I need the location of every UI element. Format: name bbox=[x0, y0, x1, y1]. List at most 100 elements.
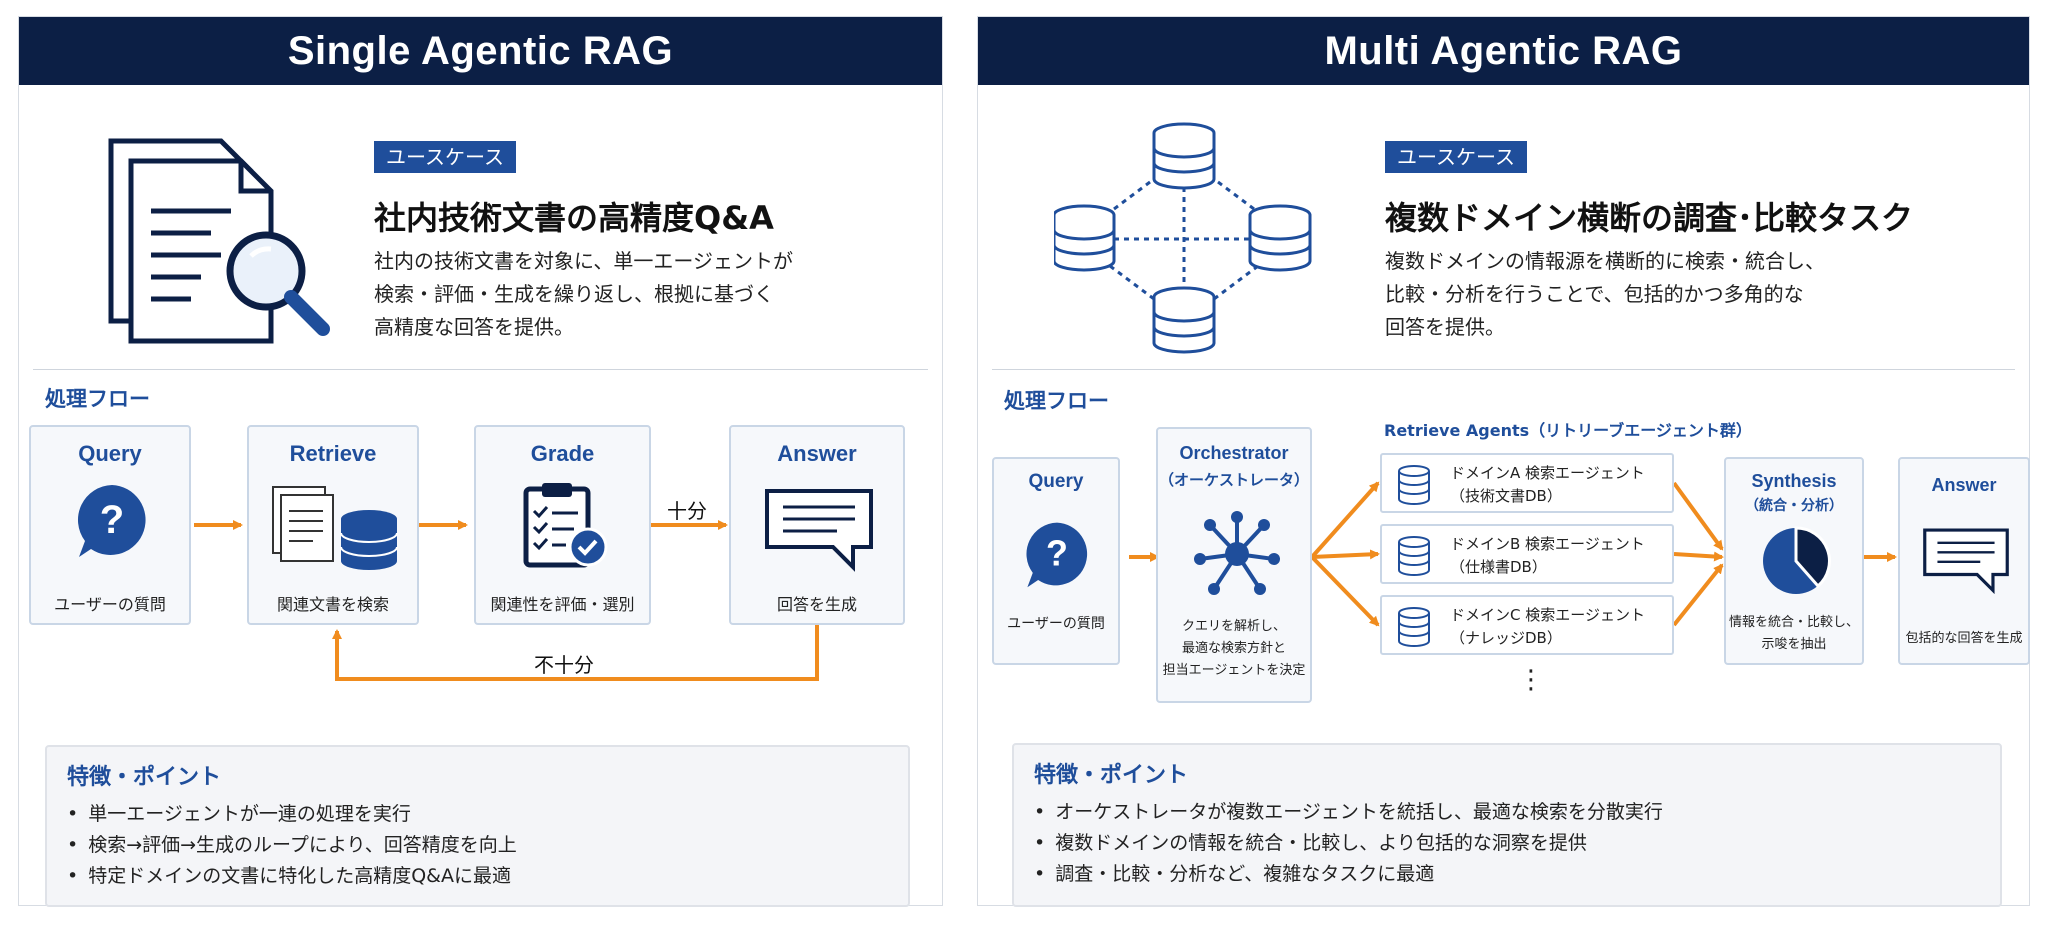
features-box: 特徴・ポイント 単一エージェントが一連の処理を実行 検索→評価→生成のループによ… bbox=[45, 745, 910, 907]
section-divider bbox=[992, 369, 2015, 370]
node-subtitle: クエリを解析し、 bbox=[1181, 619, 1286, 634]
section-divider bbox=[33, 369, 928, 370]
svg-text:?: ? bbox=[1046, 534, 1068, 574]
panel-header: Single Agentic RAG bbox=[19, 17, 942, 85]
agent-name: ドメインA 検索エージェント bbox=[1450, 464, 1645, 482]
flow-label: 処理フロー bbox=[1004, 389, 1109, 413]
node-subtitle: 担当エージェントを決定 bbox=[1162, 663, 1306, 678]
agent-source: （ナレッジDB） bbox=[1450, 629, 1562, 647]
node-title: Orchestrator bbox=[1179, 443, 1289, 463]
usecase-desc-line: 複数ドメインの情報源を横断的に検索・統合し、 bbox=[1385, 249, 1825, 273]
usecase-title: 複数ドメイン横断の調査･比較タスク bbox=[1385, 199, 1914, 237]
usecase-description: 社内の技術文書を対象に、単一エージェントが 検索・評価・生成を繰り返し、根拠に基… bbox=[374, 245, 793, 344]
features-title: 特徴・ポイント bbox=[67, 765, 222, 790]
node-subtitle: 関連文書を検索 bbox=[276, 595, 389, 614]
retrieve-agent-c: ドメインC 検索エージェント （ナレッジDB） bbox=[1380, 595, 1674, 655]
arrow-agent-c-synthesis bbox=[1672, 563, 1724, 627]
flow-connectors bbox=[1129, 481, 1897, 627]
node-title: Query bbox=[1028, 471, 1084, 492]
database-left bbox=[1054, 204, 1116, 272]
query-node: Query ? ユーザーの質問 bbox=[29, 425, 191, 625]
agent-name: ドメインB 検索エージェント bbox=[1450, 535, 1645, 553]
node-subtitle: ユーザーの質問 bbox=[1007, 616, 1105, 632]
node-title: Grade bbox=[530, 441, 595, 466]
orchestrator-network-icon bbox=[1194, 511, 1280, 595]
feature-item: 特定ドメインの文書に特化した高精度Q&Aに最適 bbox=[67, 861, 517, 892]
question-bubble-icon: ? bbox=[77, 485, 146, 557]
retrieve-agent-a: ドメインA 検索エージェント （技術文書DB） bbox=[1380, 453, 1674, 513]
distributed-databases-icon bbox=[1054, 122, 1312, 354]
retrieve-agent-b: ドメインB 検索エージェント （仕様書DB） bbox=[1380, 524, 1674, 584]
node-subtitle: 関連性を評価・選別 bbox=[490, 595, 635, 614]
flow-label: 処理フロー bbox=[45, 387, 150, 411]
feature-item: 単一エージェントが一連の処理を実行 bbox=[67, 799, 517, 830]
edge-label-sufficient: 十分 bbox=[667, 499, 707, 523]
node-title-sub: （オーケストレータ） bbox=[1158, 472, 1309, 489]
clipboard-check-icon bbox=[523, 483, 608, 568]
answer-node: Answer 回答を生成 bbox=[729, 425, 905, 625]
grade-node: Grade 関連性を評価・選別 bbox=[474, 425, 651, 625]
document-search-icon bbox=[108, 138, 330, 344]
usecase-desc-line: 比較・分析を行うことで、包括的かつ多角的な bbox=[1385, 282, 1804, 306]
answer-node: Answer 包括的な回答を生成 bbox=[1898, 457, 2030, 665]
database-bottom bbox=[1152, 286, 1216, 354]
documents-database-icon bbox=[272, 486, 398, 570]
node-subtitle: 示唆を抽出 bbox=[1761, 637, 1827, 652]
usecase-desc-line: 回答を提供。 bbox=[1385, 315, 1505, 339]
agent-source: （技術文書DB） bbox=[1450, 487, 1562, 505]
panel-header: Multi Agentic RAG bbox=[978, 17, 2029, 85]
arrow-orchestrator-agent-a bbox=[1310, 481, 1380, 559]
node-title: Answer bbox=[777, 441, 857, 466]
agent-name: ドメインC 検索エージェント bbox=[1450, 606, 1645, 624]
pie-chart-icon bbox=[1763, 526, 1831, 594]
svg-text:?: ? bbox=[100, 498, 124, 542]
feature-item: 複数ドメインの情報を統合・比較し、より包括的な洞察を提供 bbox=[1034, 828, 1663, 859]
database-top bbox=[1152, 122, 1216, 190]
multi-agentic-rag-panel: Multi Agentic RAG bbox=[977, 16, 2030, 907]
node-title: Answer bbox=[1931, 475, 1997, 495]
node-subtitle: 情報を統合・比較し、 bbox=[1728, 615, 1859, 630]
orchestrator-node: Orchestrator （オーケストレータ） クエリを解析し、 最適な検索方針… bbox=[1156, 427, 1312, 703]
answer-speech-icon bbox=[1923, 528, 2009, 595]
node-subtitle: ユーザーの質問 bbox=[54, 595, 166, 614]
retrieve-node: Retrieve 関連文書を検索 bbox=[247, 425, 419, 625]
answer-speech-icon bbox=[765, 489, 873, 572]
agents-group-label: Retrieve Agents（リトリーブエージェント群） bbox=[1384, 421, 1752, 440]
single-agentic-rag-panel: Single Agentic RAG ユースケース 社内技術文書の高精度Q&A … bbox=[18, 16, 943, 907]
feature-item: 検索→評価→生成のループにより、回答精度を向上 bbox=[67, 830, 517, 861]
node-subtitle: 最適な検索方針と bbox=[1181, 641, 1286, 656]
question-bubble-icon: ? bbox=[1026, 522, 1088, 588]
agent-source: （仕様書DB） bbox=[1450, 558, 1547, 576]
usecase-badge: ユースケース bbox=[1385, 141, 1527, 173]
node-title-sub: （統合・分析） bbox=[1745, 497, 1843, 513]
node-title: Synthesis bbox=[1751, 471, 1837, 491]
node-title: Query bbox=[78, 441, 142, 466]
node-title: Retrieve bbox=[289, 441, 377, 466]
usecase-badge: ユースケース bbox=[374, 141, 516, 173]
feature-item: オーケストレータが複数エージェントを統括し、最適な検索を分散実行 bbox=[1034, 797, 1663, 828]
flow-connectors bbox=[194, 520, 819, 681]
database-icon bbox=[1398, 465, 1430, 505]
arrow-orchestrator-agent-b bbox=[1311, 549, 1380, 560]
usecase-desc-line: 検索・評価・生成を繰り返し、根拠に基づく bbox=[374, 282, 774, 306]
features-title: 特徴・ポイント bbox=[1034, 763, 1189, 788]
arrow-agent-a-synthesis bbox=[1672, 481, 1724, 551]
usecase-desc-line: 社内の技術文書を対象に、単一エージェントが bbox=[374, 249, 793, 273]
edge-label-insufficient: 不十分 bbox=[534, 653, 594, 677]
features-list: オーケストレータが複数エージェントを統括し、最適な検索を分散実行 複数ドメインの… bbox=[1034, 797, 1663, 890]
arrow-agent-b-synthesis bbox=[1673, 551, 1724, 562]
node-subtitle: 回答を生成 bbox=[776, 595, 857, 614]
arrow-orchestrator-agent-c bbox=[1310, 555, 1380, 627]
node-subtitle: 包括的な回答を生成 bbox=[1905, 631, 2023, 646]
database-right bbox=[1248, 204, 1312, 272]
usecase-desc-line: 高精度な回答を提供。 bbox=[374, 315, 574, 339]
database-icon bbox=[1398, 536, 1430, 576]
synthesis-node: Synthesis （統合・分析） 情報を統合・比較し、 示唆を抽出 bbox=[1724, 457, 1864, 665]
usecase-description: 複数ドメインの情報源を横断的に検索・統合し、 比較・分析を行うことで、包括的かつ… bbox=[1385, 245, 1825, 344]
query-node: Query ? ユーザーの質問 bbox=[992, 457, 1120, 665]
features-box: 特徴・ポイント オーケストレータが複数エージェントを統括し、最適な検索を分散実行… bbox=[1012, 743, 2002, 907]
database-icon bbox=[1398, 607, 1430, 647]
features-list: 単一エージェントが一連の処理を実行 検索→評価→生成のループにより、回答精度を向… bbox=[67, 799, 517, 892]
more-agents-ellipsis: ⋮ bbox=[1518, 665, 1544, 695]
arrow-answer-retrieve-loop bbox=[332, 625, 819, 681]
